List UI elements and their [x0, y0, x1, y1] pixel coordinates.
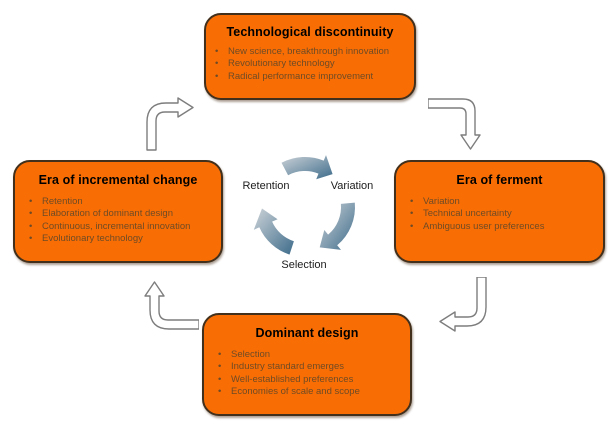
bullet-item: New science, breakthrough innovation — [215, 46, 408, 59]
bullet-item: Revolutionary technology — [215, 58, 408, 71]
bullet-item: Ambiguous user preferences — [410, 221, 597, 234]
bent-arrow-right-down-icon — [428, 98, 481, 150]
bullet-item: Elaboration of dominant design — [29, 208, 215, 221]
box-technological-discontinuity: Technological discontinuity New science,… — [204, 13, 416, 100]
box-title: Era of ferment — [456, 173, 543, 187]
bent-arrow-left-up-icon — [144, 281, 199, 330]
bullet-list: SelectionIndustry standard emergesWell-e… — [204, 349, 410, 399]
box-dominant-design: Dominant design SelectionIndustry standa… — [202, 313, 412, 416]
cycle-arrow-right — [319, 202, 355, 250]
cycle-arrows-icon — [253, 155, 355, 255]
bullet-item: Radical performance improvement — [215, 71, 408, 84]
box-title: Dominant design — [255, 326, 359, 340]
box-title: Technological discontinuity — [226, 25, 394, 39]
box-era-of-ferment: Era of ferment VariationTechnical uncert… — [394, 160, 605, 263]
bullet-item: Technical uncertainty — [410, 208, 597, 221]
cycle-arrow-left — [253, 208, 294, 255]
box-title: Era of incremental change — [38, 173, 198, 187]
bent-arrow-up-right-icon — [146, 97, 194, 151]
bullet-item: Selection — [218, 349, 404, 362]
cycle-label-variation: Variation — [330, 180, 374, 192]
bullet-item: Retention — [29, 196, 215, 209]
bullet-list: VariationTechnical uncertaintyAmbiguous … — [396, 196, 603, 233]
bullet-item: Variation — [410, 196, 597, 209]
cycle-arrow-top — [281, 155, 333, 180]
bullet-list: New science, breakthrough innovationRevo… — [206, 46, 414, 83]
cycle-label-retention: Retention — [242, 180, 290, 192]
bullet-item: Industry standard emerges — [218, 361, 404, 374]
bullet-item: Continuous, incremental innovation — [29, 221, 215, 234]
bent-arrow-down-left-icon — [439, 277, 487, 332]
bullet-list: RetentionElaboration of dominant designC… — [15, 196, 221, 246]
bullet-item: Economies of scale and scope — [218, 386, 404, 399]
box-era-of-incremental-change: Era of incremental change RetentionElabo… — [13, 160, 223, 263]
cycle-label-selection: Selection — [281, 259, 327, 271]
bullet-item: Evolutionary technology — [29, 233, 215, 246]
bullet-item: Well-established preferences — [218, 374, 404, 387]
